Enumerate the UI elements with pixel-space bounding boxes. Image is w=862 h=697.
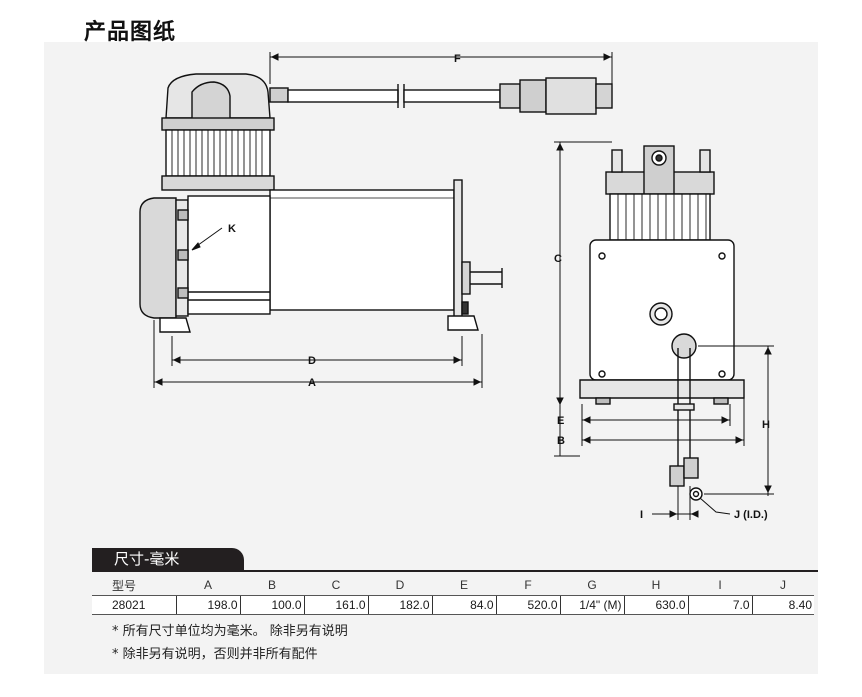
spec-header-I: I bbox=[718, 578, 722, 592]
spec-header-D: D bbox=[395, 578, 405, 592]
spec-header-C: C bbox=[331, 578, 341, 592]
dim-label-I: I bbox=[640, 509, 643, 521]
footnotes: * 所有尺寸单位均为毫米。 除非另有说明 * 除非另有说明，否则并非所有配件 bbox=[112, 620, 348, 666]
spec-cell-G: 1/4" (M) bbox=[559, 595, 624, 615]
spec-cell-D: 182.0 bbox=[367, 595, 432, 615]
spec-table-rule bbox=[92, 570, 818, 572]
dim-label-C: C bbox=[554, 253, 562, 265]
front-view-dimensions bbox=[554, 141, 774, 520]
spec-header-G: G bbox=[587, 578, 597, 592]
spec-cell-C: 161.0 bbox=[303, 595, 368, 615]
footnote-units: * 所有尺寸单位均为毫米。 除非另有说明 bbox=[112, 624, 348, 639]
spec-cell-E: 84.0 bbox=[431, 595, 496, 615]
front-view-compressor bbox=[579, 145, 745, 501]
spec-cell-F: 520.0 bbox=[495, 595, 560, 615]
side-view-dimensions bbox=[153, 52, 613, 388]
spec-header-J: J bbox=[780, 578, 786, 592]
spec-header-B: B bbox=[267, 578, 276, 592]
spec-cell-model: 28021 bbox=[92, 595, 176, 615]
dim-label-D: D bbox=[308, 355, 316, 367]
spec-header-F: F bbox=[524, 578, 532, 592]
spec-header-H: H bbox=[651, 578, 661, 592]
spec-cell-H: 630.0 bbox=[623, 595, 688, 615]
spec-cell-A: 198.0 bbox=[175, 595, 240, 615]
dim-label-H: H bbox=[762, 419, 770, 431]
dim-label-B: B bbox=[557, 435, 565, 447]
spec-table: 型号 A B C D E F G H I J 28021 198.0 100.0… bbox=[92, 575, 814, 615]
side-view-compressor bbox=[139, 73, 613, 333]
dim-label-K: K bbox=[228, 223, 236, 235]
spec-table-header-row: 型号 A B C D E F G H I J bbox=[92, 575, 814, 596]
dim-label-E: E bbox=[557, 415, 564, 427]
dim-label-J: J (I.D.) bbox=[734, 509, 768, 521]
footnote-accessories: * 除非另有说明，否则并非所有配件 bbox=[112, 647, 318, 662]
spec-header-A: A bbox=[203, 578, 212, 592]
dim-label-A: A bbox=[308, 377, 316, 389]
spec-cell-B: 100.0 bbox=[239, 595, 304, 615]
spec-cell-I: 7.0 bbox=[687, 595, 752, 615]
table-row: 28021 198.0 100.0 161.0 182.0 84.0 520.0… bbox=[92, 595, 814, 615]
spec-cell-J: 8.40 bbox=[751, 595, 814, 615]
page-title: 产品图纸 bbox=[84, 20, 177, 45]
spec-header-E: E bbox=[459, 578, 468, 592]
dim-label-F: F bbox=[454, 53, 461, 65]
spec-table-title: 尺寸-毫米 bbox=[92, 548, 244, 570]
spec-header-model: 型号 bbox=[112, 578, 137, 593]
